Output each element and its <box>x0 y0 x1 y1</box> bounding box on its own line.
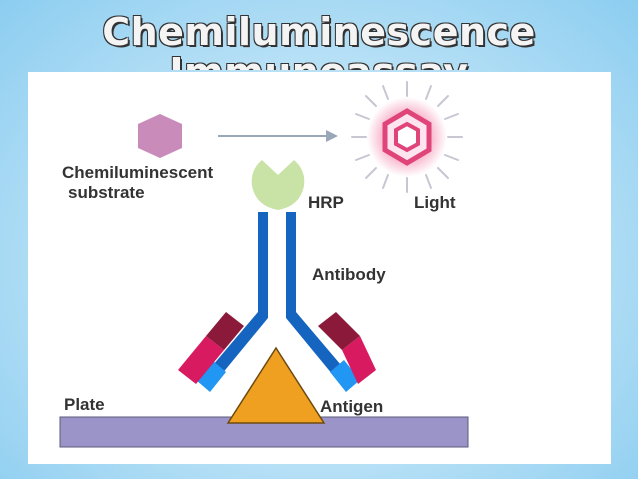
title-line-1: Chemiluminescence <box>102 10 536 54</box>
plate-label: Plate <box>64 395 105 414</box>
antigen-label: Antigen <box>320 397 383 416</box>
title-line-2: Immunoassay <box>0 50 638 70</box>
antibody-label: Antibody <box>312 265 386 284</box>
substrate-label-line-2: substrate <box>68 183 145 202</box>
hrp-label: HRP <box>308 193 344 212</box>
hrp-enzyme <box>251 160 305 210</box>
diagram-panel <box>28 72 611 464</box>
antigen-triangle <box>226 346 326 424</box>
slide-title: Chemiluminescence Immunoassay <box>0 10 638 70</box>
antibody <box>196 212 360 392</box>
light-chain-left <box>178 312 244 384</box>
reaction-arrow <box>218 130 338 142</box>
substrate-label-line-1: Chemiluminescent <box>62 163 213 182</box>
light-label: Light <box>414 193 456 212</box>
light-chain-right <box>318 312 376 384</box>
substrate-hexagon <box>138 114 182 158</box>
light-burst <box>351 81 463 193</box>
